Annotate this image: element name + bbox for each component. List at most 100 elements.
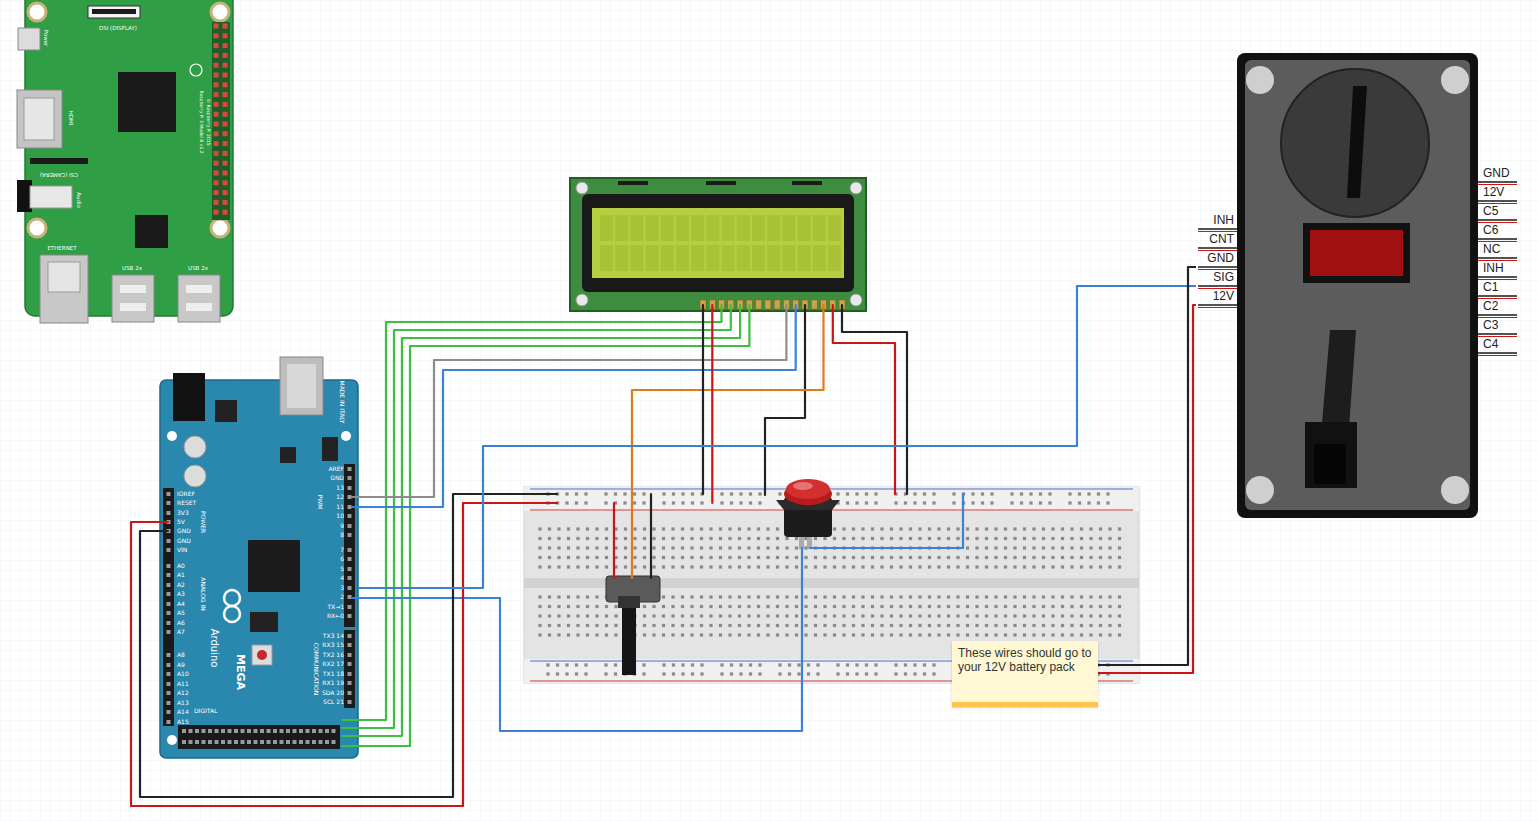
breadboard-holes <box>1032 565 1035 568</box>
breadboard-holes <box>994 565 997 568</box>
breadboard-holes <box>691 672 694 675</box>
breadboard-holes <box>595 633 598 636</box>
breadboard-holes <box>681 672 684 675</box>
breadboard-holes <box>1039 492 1042 495</box>
header-pins <box>348 524 352 528</box>
breadboard-holes <box>757 527 760 530</box>
breadboard-holes <box>557 537 560 540</box>
breadboard-holes <box>1042 546 1045 549</box>
pin-label: 10 <box>336 513 344 519</box>
breadboard-holes <box>709 537 712 540</box>
breadboard-holes <box>604 663 607 666</box>
breadboard-holes <box>947 556 950 559</box>
pin-label: MADE IN ITALY <box>339 380 345 423</box>
breadboard-holes <box>1106 501 1109 504</box>
header-pins <box>241 729 245 733</box>
header-pins <box>167 573 171 577</box>
breadboard-holes <box>1023 537 1026 540</box>
lcd-display <box>850 294 862 306</box>
breadboard-holes <box>985 605 988 608</box>
breadboard-holes <box>557 546 560 549</box>
wire <box>342 305 722 720</box>
breadboard-holes <box>814 565 817 568</box>
breadboard-holes <box>700 624 703 627</box>
breadboard-holes <box>795 633 798 636</box>
breadboard-holes <box>1051 624 1054 627</box>
breadboard-holes <box>605 546 608 549</box>
breadboard-holes <box>662 633 665 636</box>
breadboard-holes <box>728 614 731 617</box>
pin-label: TX3 14 <box>323 633 344 639</box>
breadboard-holes <box>557 614 560 617</box>
wire <box>613 503 615 578</box>
breadboard-holes <box>690 565 693 568</box>
coin-acceptor-drawing <box>1314 444 1346 484</box>
breadboard-holes <box>985 633 988 636</box>
breadboard-holes <box>576 605 579 608</box>
breadboard-holes <box>1004 537 1007 540</box>
breadboard-holes <box>567 595 570 598</box>
breadboard-holes <box>899 614 902 617</box>
lcd-screen-cells <box>600 215 841 271</box>
breadboard-holes <box>776 624 779 627</box>
breadboard-holes <box>1004 624 1007 627</box>
push-button <box>793 482 813 490</box>
coin-acceptor-drawing <box>1441 66 1469 94</box>
header-pins <box>348 605 352 609</box>
pin-label: INH <box>1213 214 1234 226</box>
breadboard-holes <box>575 672 578 675</box>
breadboard-holes <box>1080 537 1083 540</box>
breadboard-holes <box>804 614 807 617</box>
breadboard-holes <box>757 624 760 627</box>
breadboard-holes <box>1042 527 1045 530</box>
breadboard-holes <box>1118 605 1121 608</box>
breadboard-holes <box>1089 537 1092 540</box>
pin-label: A11 <box>177 681 189 687</box>
raspberry-pi-drawing <box>88 6 140 18</box>
potentiometer <box>622 602 636 675</box>
breadboard-holes <box>776 633 779 636</box>
breadboard-holes <box>766 527 769 530</box>
breadboard-holes <box>795 546 798 549</box>
note-box: These wires should go to your 12V batter… <box>952 641 1098 707</box>
arduino-mega-drawing <box>215 400 237 422</box>
breadboard-holes <box>1061 527 1064 530</box>
gpio-header <box>223 180 228 185</box>
breadboard-holes <box>1042 595 1045 598</box>
breadboard-holes <box>1099 556 1102 559</box>
breadboard-holes <box>749 492 752 495</box>
pin-label: 8 <box>340 532 344 538</box>
pin-label: NC <box>1483 243 1500 255</box>
gpio-header <box>223 200 228 205</box>
breadboard-holes <box>567 614 570 617</box>
breadboard-holes <box>778 663 781 666</box>
breadboard-holes <box>937 633 940 636</box>
breadboard-holes <box>1070 537 1073 540</box>
breadboard-holes <box>823 537 826 540</box>
lcd-screen-cells <box>646 245 659 271</box>
breadboard-holes <box>766 537 769 540</box>
header-pins <box>348 576 352 580</box>
header-pins <box>167 564 171 568</box>
breadboard-holes <box>548 527 551 530</box>
header-pins <box>293 729 297 733</box>
breadboard-holes <box>567 556 570 559</box>
coin-acceptor-drawing <box>1198 53 1517 518</box>
arduino-mega-board: MADE IN ITALYAREFGND1312111098PWM765432T… <box>160 380 358 758</box>
breadboard-holes <box>766 595 769 598</box>
pin-label: 3V3 <box>177 510 189 516</box>
lcd-pins <box>811 300 817 309</box>
breadboard-holes <box>739 663 742 666</box>
breadboard-holes <box>538 595 541 598</box>
breadboard-holes <box>1023 556 1026 559</box>
breadboard-holes <box>990 501 993 504</box>
pin-label: TX2 16 <box>323 652 344 658</box>
breadboard-holes <box>662 537 665 540</box>
breadboard-holes <box>757 605 760 608</box>
pin-label: 5V <box>177 519 185 525</box>
breadboard-holes <box>719 537 722 540</box>
header-pins <box>293 740 297 744</box>
header-pins <box>167 548 171 552</box>
breadboard-holes <box>956 614 959 617</box>
gpio-header <box>223 151 228 156</box>
